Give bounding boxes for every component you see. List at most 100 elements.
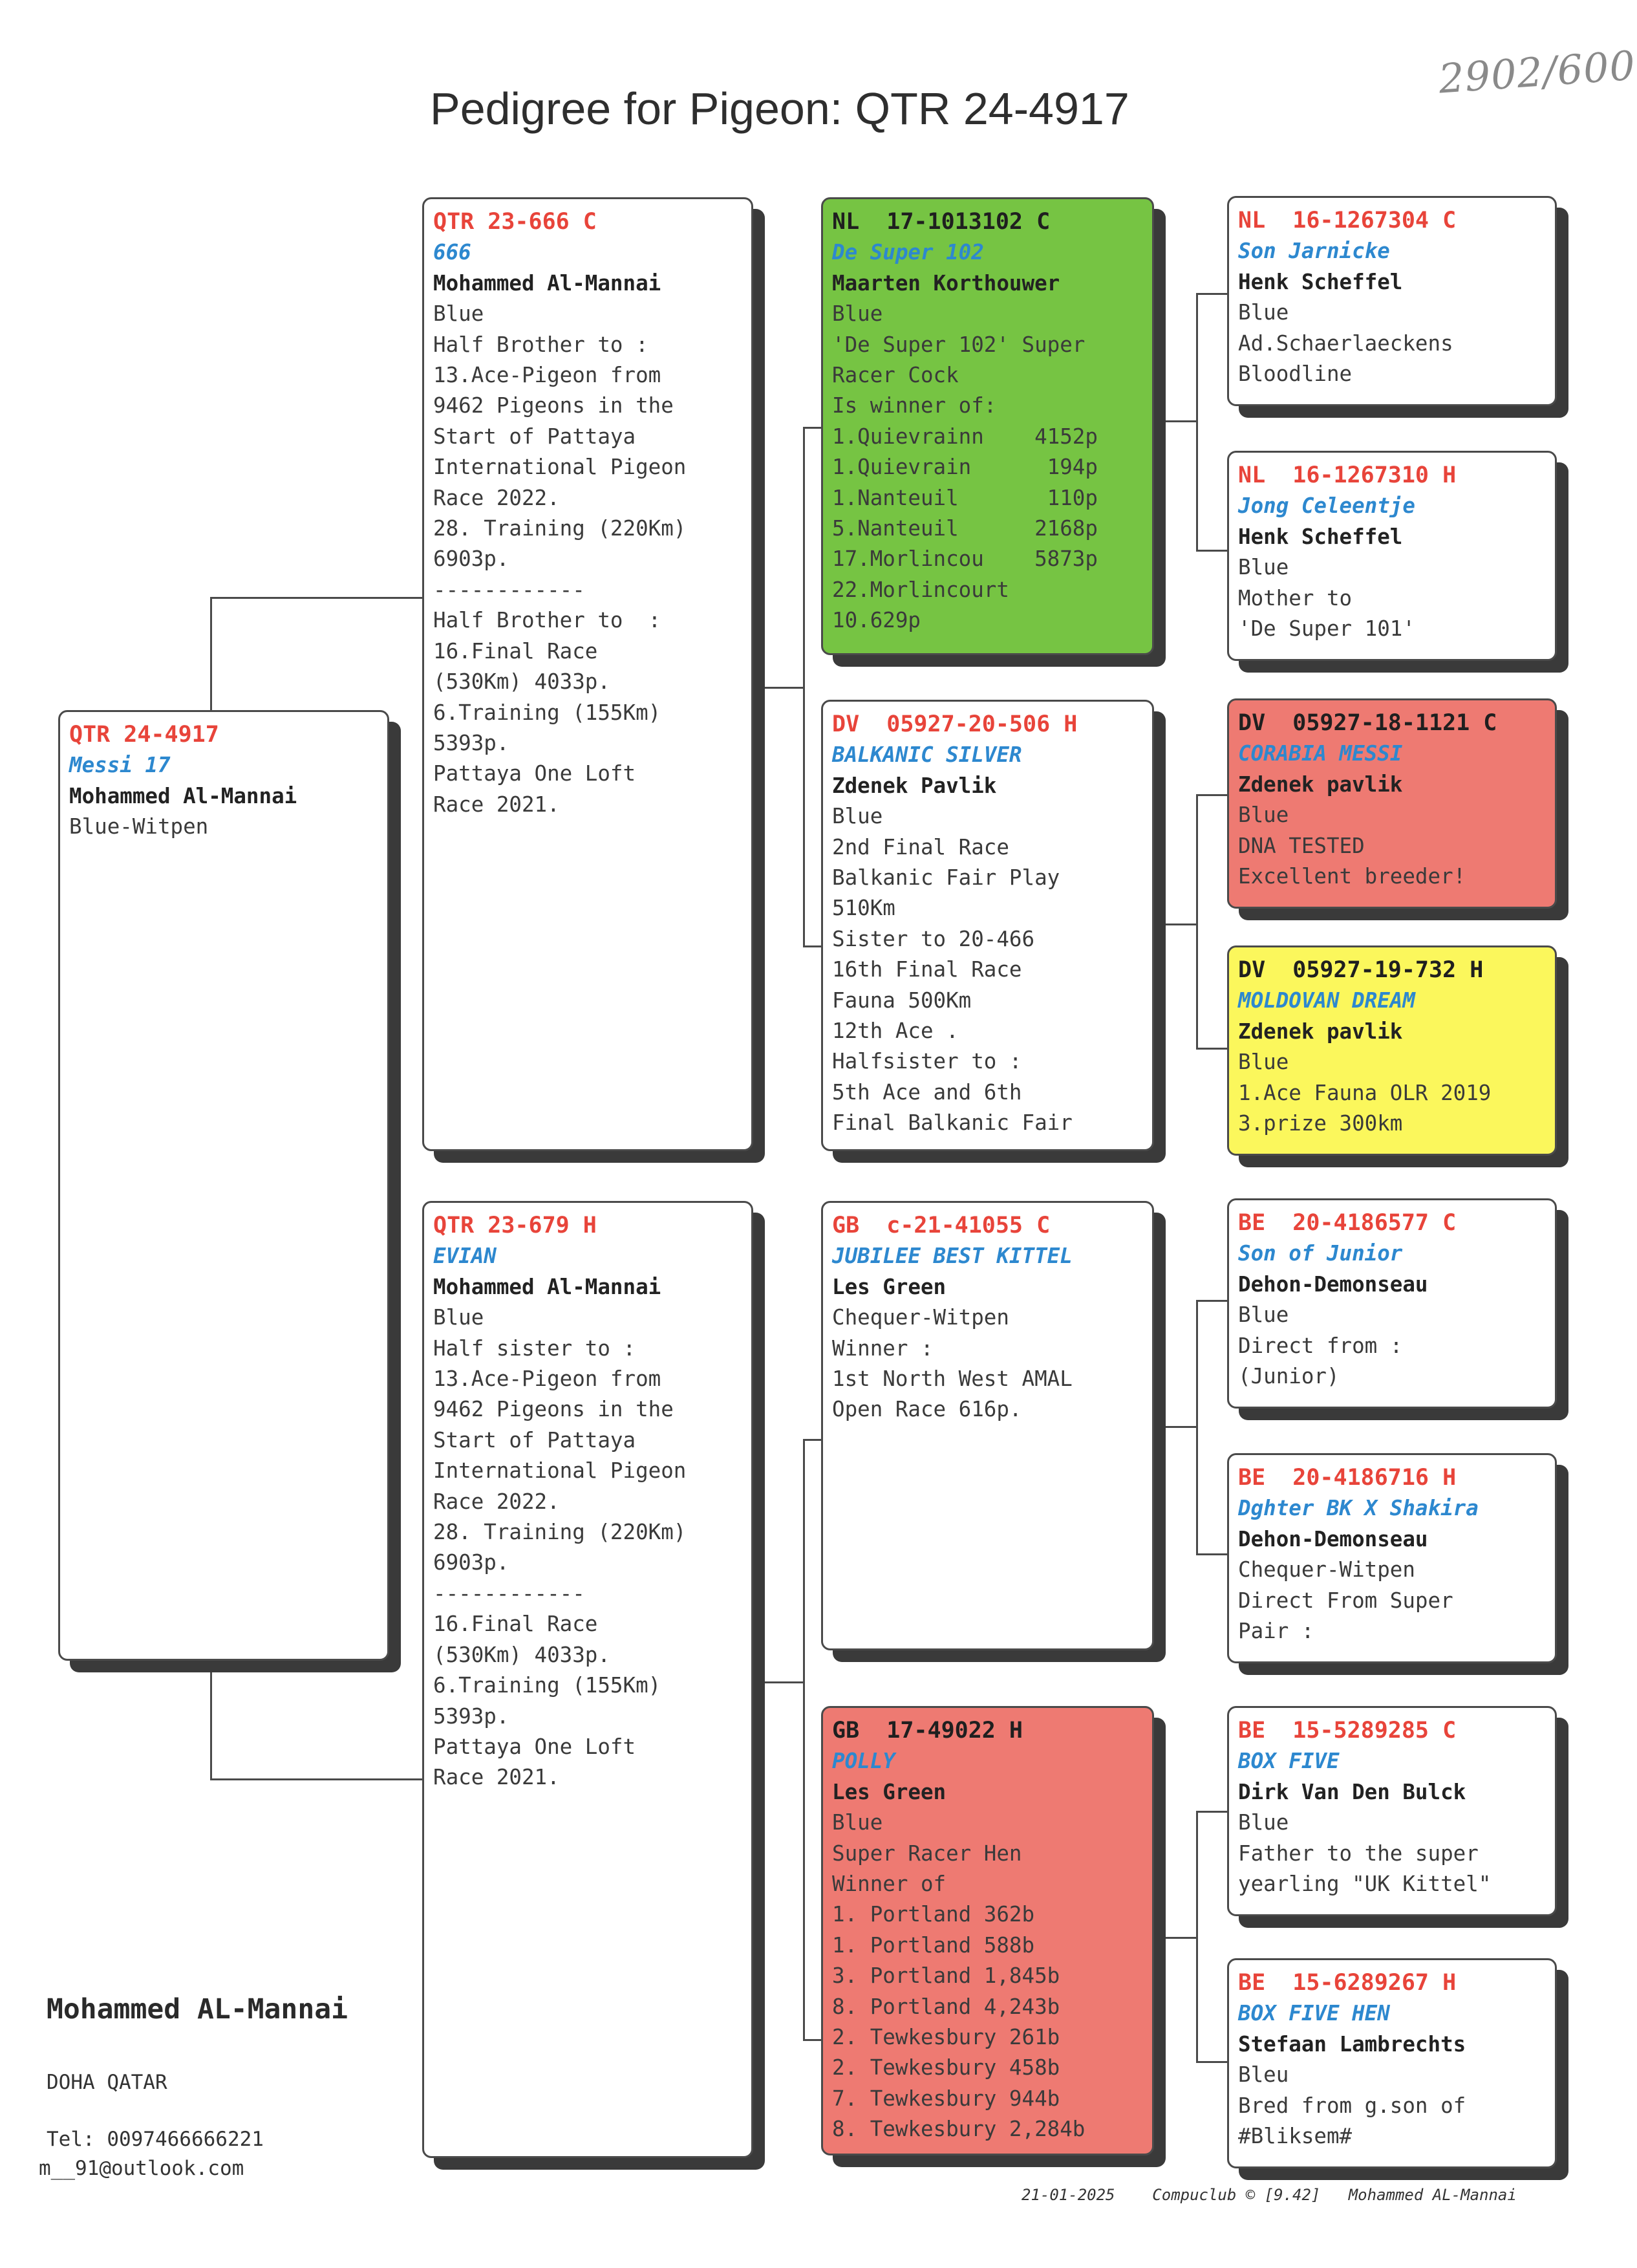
pedigree-note: 1st North West AMAL <box>832 1366 1073 1392</box>
pigeon-color: Blue <box>1238 1302 1289 1328</box>
pedigree-note: 8. Tewkesbury 2,284b <box>832 2117 1086 2142</box>
connector-line <box>1196 1811 1230 1813</box>
pedigree-note: 5393p. <box>433 730 509 755</box>
pedigree-note: (Junior) <box>1238 1364 1340 1389</box>
pedigree-note: 'De Super 101' <box>1238 616 1415 642</box>
pedigree-note: Balkanic Fair Play <box>832 865 1060 891</box>
breeder-name: Mohammed AL-Mannai <box>47 1993 348 2025</box>
pedigree-note: 5.Nanteuil 2168p <box>832 516 1098 541</box>
pigeon-name: EVIAN <box>433 1244 497 1269</box>
pedigree-note: Pair : <box>1238 1619 1314 1644</box>
owner-name: Stefaan Lambrechts <box>1238 2031 1466 2057</box>
pigeon-color: Chequer-Witpen <box>1238 1557 1415 1582</box>
owner-name: Dehon-Demonseau <box>1238 1526 1428 1551</box>
connector-line <box>210 597 212 715</box>
pedigree-note: Fauna 500Km <box>832 988 972 1013</box>
pedigree-note: 1.Quievrainn 4152p <box>832 424 1098 449</box>
pedigree-note: 13.Ace-Pigeon from <box>433 363 661 388</box>
pigeon-name: BOX FIVE HEN <box>1238 2001 1390 2026</box>
connector-line <box>1154 420 1198 422</box>
owner-name: Dirk Van Den Bulck <box>1238 1779 1466 1804</box>
owner-name: Dehon-Demonseau <box>1238 1271 1428 1297</box>
owner-name: Mohammed Al-Mannai <box>69 783 297 808</box>
pigeon-name: Jong Celeentje <box>1238 493 1415 519</box>
pedigree-note: 17.Morlincou 5873p <box>832 546 1098 572</box>
pedigree-note: 2. Tewkesbury 458b <box>832 2055 1060 2080</box>
pedigree-note: 12th Ace . <box>832 1019 959 1044</box>
owner-name: Les Green <box>832 1274 947 1299</box>
handwritten-note: 2902/600 <box>1437 41 1637 103</box>
pedigree-note: Race 2021. <box>433 1765 560 1790</box>
connector-line <box>1196 1300 1230 1302</box>
pedigree-note: 6.Training (155Km) <box>433 1673 661 1698</box>
owner-name: Henk Scheffel <box>1238 269 1403 294</box>
pedigree-note: Half Brother to : <box>433 608 661 633</box>
pigeon-name: Dghter BK X Shakira <box>1238 1496 1479 1521</box>
pigeon-color: Blue <box>832 1810 883 1835</box>
pedigree-note: 2. Tewkesbury 261b <box>832 2025 1060 2050</box>
pedigree-note: (530Km) 4033p. <box>433 669 610 695</box>
pedigree-note: yearling "UK Kittel" <box>1238 1872 1492 1897</box>
owner-name: Mohammed Al-Mannai <box>433 1274 661 1299</box>
pedigree-note: 6903p. <box>433 1550 509 1575</box>
ring-number: BE 15-5289285 C <box>1238 1718 1457 1744</box>
connector-line <box>803 1439 828 1441</box>
ring-number: BE 15-6289267 H <box>1238 1970 1457 1996</box>
connector-line <box>210 1662 212 1780</box>
ring-number: DV 05927-19-732 H <box>1238 957 1484 983</box>
pedigree-note: Winner of <box>832 1872 947 1897</box>
ring-number: DV 05927-20-506 H <box>832 711 1078 737</box>
connector-line <box>803 427 805 947</box>
pedigree-note: 9462 Pigeons in the <box>433 393 674 418</box>
pigeon-color: Blue <box>832 301 883 327</box>
pedigree-note: International Pigeon <box>433 455 687 480</box>
pigeon-name: Son Jarnicke <box>1238 239 1390 264</box>
ring-number: NL 17-1013102 C <box>832 209 1051 235</box>
pigeon-color: Blue <box>1238 300 1289 325</box>
pedigree-note: 9462 Pigeons in the <box>433 1397 674 1422</box>
pedigree-note: Race 2022. <box>433 485 560 510</box>
ring-number: GB 17-49022 H <box>832 1718 1023 1744</box>
pedigree-note: Bred from g.son of <box>1238 2093 1466 2118</box>
pedigree-note: 5th Ace and 6th <box>832 1079 1022 1105</box>
pedigree-note: Racer Cock <box>832 363 959 388</box>
connector-line <box>1154 923 1198 925</box>
pedigree-note: Is winner of: <box>832 393 997 418</box>
connector-line <box>1196 550 1230 552</box>
connector-line <box>1196 794 1198 1050</box>
pedigree-note: 16th Final Race <box>832 957 1022 982</box>
pedigree-note: Ad.Schaerlaeckens <box>1238 330 1453 356</box>
pedigree-note: ------------ <box>433 1581 585 1606</box>
pigeon-name: BALKANIC SILVER <box>832 742 1022 768</box>
pedigree-note: 22.Morlincourt <box>832 577 1009 602</box>
ring-number: DV 05927-18-1121 C <box>1238 710 1497 736</box>
pigeon-color: Blue <box>1238 803 1289 828</box>
connector-line <box>1196 2061 1230 2063</box>
pedigree-note: ------------ <box>433 577 585 602</box>
ring-number: GB c-21-41055 C <box>832 1213 1051 1238</box>
pedigree-note: International Pigeon <box>433 1458 687 1484</box>
connector-line <box>210 1778 427 1780</box>
pedigree-note: 3. Portland 1,845b <box>832 1963 1060 1989</box>
page-footer: 21-01-2025 Compuclub © [9.42] Mohammed A… <box>1022 2186 1517 2204</box>
pigeon-color: Bleu <box>1238 2062 1289 2088</box>
pigeon-color: Blue <box>433 1305 484 1330</box>
pedigree-note: Sister to 20-466 <box>832 926 1035 951</box>
pedigree-note: #Bliksem# <box>1238 2124 1353 2149</box>
pigeon-color: Blue <box>1238 1050 1289 1075</box>
pedigree-note: Excellent breeder! <box>1238 864 1466 889</box>
pigeon-name: BOX FIVE <box>1238 1749 1340 1774</box>
pedigree-note: 28. Training (220Km) <box>433 1520 687 1545</box>
pedigree-note: Start of Pattaya <box>433 424 636 449</box>
pedigree-note: 3.prize 300km <box>1238 1111 1403 1136</box>
pedigree-note: Father to the super <box>1238 1841 1479 1866</box>
ring-number: NL 16-1267310 H <box>1238 462 1457 488</box>
pedigree-note: 16.Final Race <box>433 638 598 664</box>
breeder-city: DOHA QATAR <box>47 2071 167 2094</box>
